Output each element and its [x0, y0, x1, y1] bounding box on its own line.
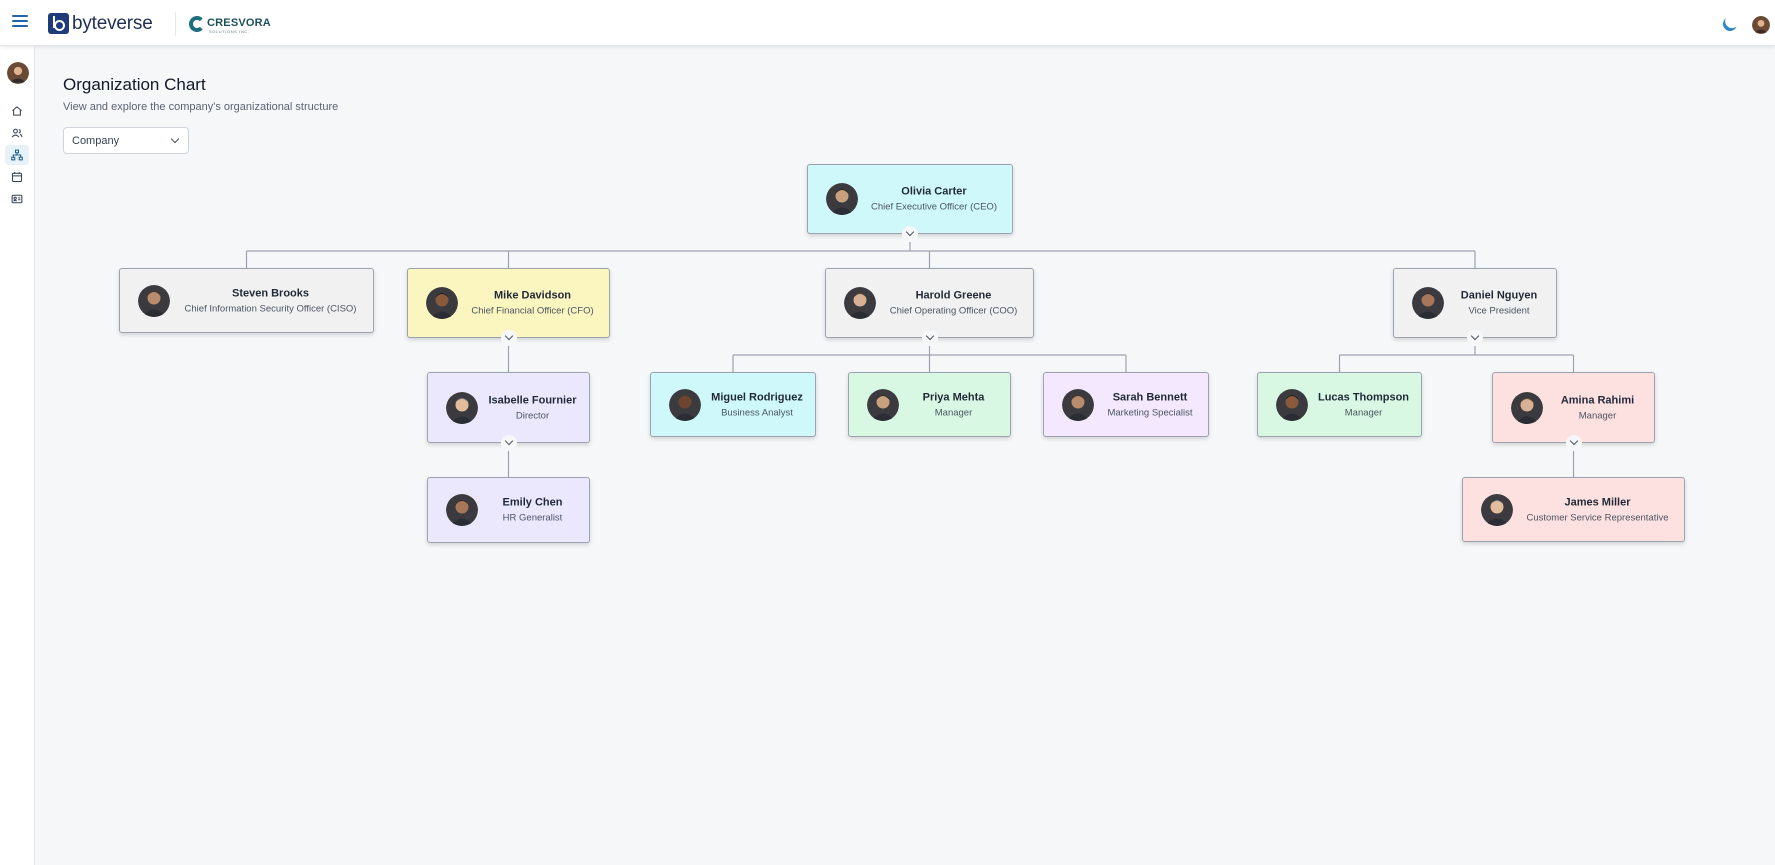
page-subtitle: View and explore the company's organizat…	[63, 101, 339, 113]
node-role: Manager	[934, 407, 973, 418]
node-role: Chief Information Security Officer (CISO…	[184, 303, 357, 314]
brand-name: byteverse	[72, 13, 153, 34]
partner-name: CRESVORA	[207, 17, 271, 29]
node-text: James Miller Customer Service Representa…	[1521, 496, 1674, 523]
expand-toggle-chevron-icon[interactable]	[1467, 330, 1483, 346]
avatar	[446, 391, 478, 424]
user-avatar[interactable]	[1752, 16, 1770, 34]
avatar	[426, 287, 458, 319]
node-text: Priya Mehta Manager	[907, 391, 1000, 418]
avatar	[867, 388, 899, 421]
scope-select-value: Company	[72, 135, 120, 147]
cresvora-logo-icon	[189, 16, 205, 32]
org-chart-icon	[11, 149, 23, 161]
sidebar-item-org-chart[interactable]	[5, 145, 29, 165]
sidebar	[0, 46, 35, 865]
header-divider	[175, 12, 176, 36]
node-name: Harold Greene	[915, 289, 992, 302]
node-role: Marketing Specialist	[1107, 407, 1193, 418]
node-text: Miguel Rodriguez Business Analyst	[709, 391, 805, 418]
org-node-isabelle[interactable]: Isabelle Fournier Director	[427, 372, 590, 443]
node-name: Sarah Bennett	[1112, 391, 1188, 403]
node-name: Amina Rahimi	[1560, 394, 1635, 406]
node-text: Emily Chen HR Generalist	[486, 497, 579, 524]
avatar	[138, 284, 170, 317]
avatar	[1511, 391, 1543, 424]
id-card-icon	[11, 194, 23, 204]
page-title: Organization Chart	[63, 75, 206, 94]
org-node-lucas[interactable]: Lucas Thompson Manager	[1257, 372, 1422, 437]
org-node-priya[interactable]: Priya Mehta Manager	[848, 372, 1011, 437]
node-text: Olivia Carter Chief Executive Officer (C…	[866, 186, 1002, 213]
node-name: Lucas Thompson	[1317, 391, 1410, 403]
node-text: Mike Davidson Chief Financial Officer (C…	[466, 290, 599, 317]
partner-tagline: SOLUTIONS INC.	[209, 29, 250, 34]
avatar	[1276, 388, 1308, 421]
sidebar-item-id-card[interactable]	[5, 189, 29, 209]
avatar	[844, 287, 876, 319]
org-node-james[interactable]: James Miller Customer Service Representa…	[1462, 477, 1685, 542]
users-icon	[11, 128, 23, 138]
avatar	[1062, 388, 1094, 421]
moon-icon[interactable]	[1721, 15, 1739, 33]
node-name: James Miller	[1564, 496, 1631, 508]
node-name: Miguel Rodriguez	[711, 391, 803, 403]
sidebar-avatar[interactable]	[7, 62, 29, 84]
avatar	[826, 183, 858, 215]
org-node-sarah[interactable]: Sarah Bennett Marketing Specialist	[1043, 372, 1209, 437]
node-text: Harold Greene Chief Operating Officer (C…	[884, 290, 1023, 317]
sidebar-item-calendar[interactable]	[5, 167, 29, 187]
org-node-emily[interactable]: Emily Chen HR Generalist	[427, 477, 590, 543]
node-role: Manager	[1578, 410, 1617, 421]
node-name: Mike Davidson	[493, 289, 572, 302]
node-role: Chief Executive Officer (CEO)	[870, 201, 997, 213]
node-role: HR Generalist	[502, 512, 563, 524]
org-node-amina[interactable]: Amina Rahimi Manager	[1492, 372, 1655, 443]
node-name: Isabelle Fournier	[488, 394, 577, 406]
avatar	[446, 494, 478, 526]
hamburger-menu-icon[interactable]	[12, 15, 28, 31]
chevron-down-icon	[170, 134, 180, 144]
avatar	[669, 388, 701, 421]
org-node-daniel[interactable]: Daniel Nguyen Vice President	[1393, 268, 1557, 338]
byteverse-logo-icon	[48, 13, 69, 34]
top-header: byteverse CRESVORA SOLUTIONS INC.	[0, 0, 1775, 46]
org-node-olivia[interactable]: Olivia Carter Chief Executive Officer (C…	[807, 164, 1013, 234]
org-node-miguel[interactable]: Miguel Rodriguez Business Analyst	[650, 372, 816, 437]
scope-select[interactable]: Company	[63, 127, 189, 154]
expand-toggle-chevron-icon[interactable]	[902, 226, 918, 242]
expand-toggle-chevron-icon[interactable]	[500, 330, 517, 346]
expand-toggle-chevron-icon[interactable]	[500, 435, 517, 451]
org-node-mike[interactable]: Mike Davidson Chief Financial Officer (C…	[407, 268, 610, 338]
node-name: Steven Brooks	[231, 287, 310, 299]
node-name: Olivia Carter	[901, 185, 967, 198]
node-text: Steven Brooks Chief Information Security…	[178, 287, 363, 314]
org-node-harold[interactable]: Harold Greene Chief Operating Officer (C…	[825, 268, 1034, 338]
node-role: Director	[515, 410, 550, 421]
node-role: Chief Operating Officer (COO)	[889, 305, 1018, 317]
node-text: Daniel Nguyen Vice President	[1452, 290, 1546, 317]
node-text: Isabelle Fournier Director	[486, 394, 579, 421]
avatar	[1412, 287, 1444, 319]
node-text: Sarah Bennett Marketing Specialist	[1102, 391, 1198, 418]
expand-toggle-chevron-icon[interactable]	[1565, 435, 1582, 451]
node-name: Priya Mehta	[922, 391, 985, 403]
node-name: Emily Chen	[502, 496, 563, 509]
node-role: Manager	[1344, 407, 1383, 418]
sidebar-item-home[interactable]	[5, 101, 29, 121]
home-icon	[12, 106, 22, 116]
avatar	[1481, 493, 1513, 526]
org-node-steven[interactable]: Steven Brooks Chief Information Security…	[119, 268, 374, 333]
node-text: Amina Rahimi Manager	[1551, 394, 1644, 421]
node-text: Lucas Thompson Manager	[1316, 391, 1411, 418]
node-name: Daniel Nguyen	[1460, 289, 1538, 302]
node-role: Chief Financial Officer (CFO)	[471, 305, 594, 317]
sidebar-item-users[interactable]	[5, 123, 29, 143]
node-role: Customer Service Representative	[1526, 512, 1669, 523]
calendar-icon	[11, 172, 23, 183]
node-role: Vice President	[1468, 305, 1530, 317]
node-role: Business Analyst	[721, 407, 793, 418]
expand-toggle-chevron-icon[interactable]	[921, 330, 938, 346]
